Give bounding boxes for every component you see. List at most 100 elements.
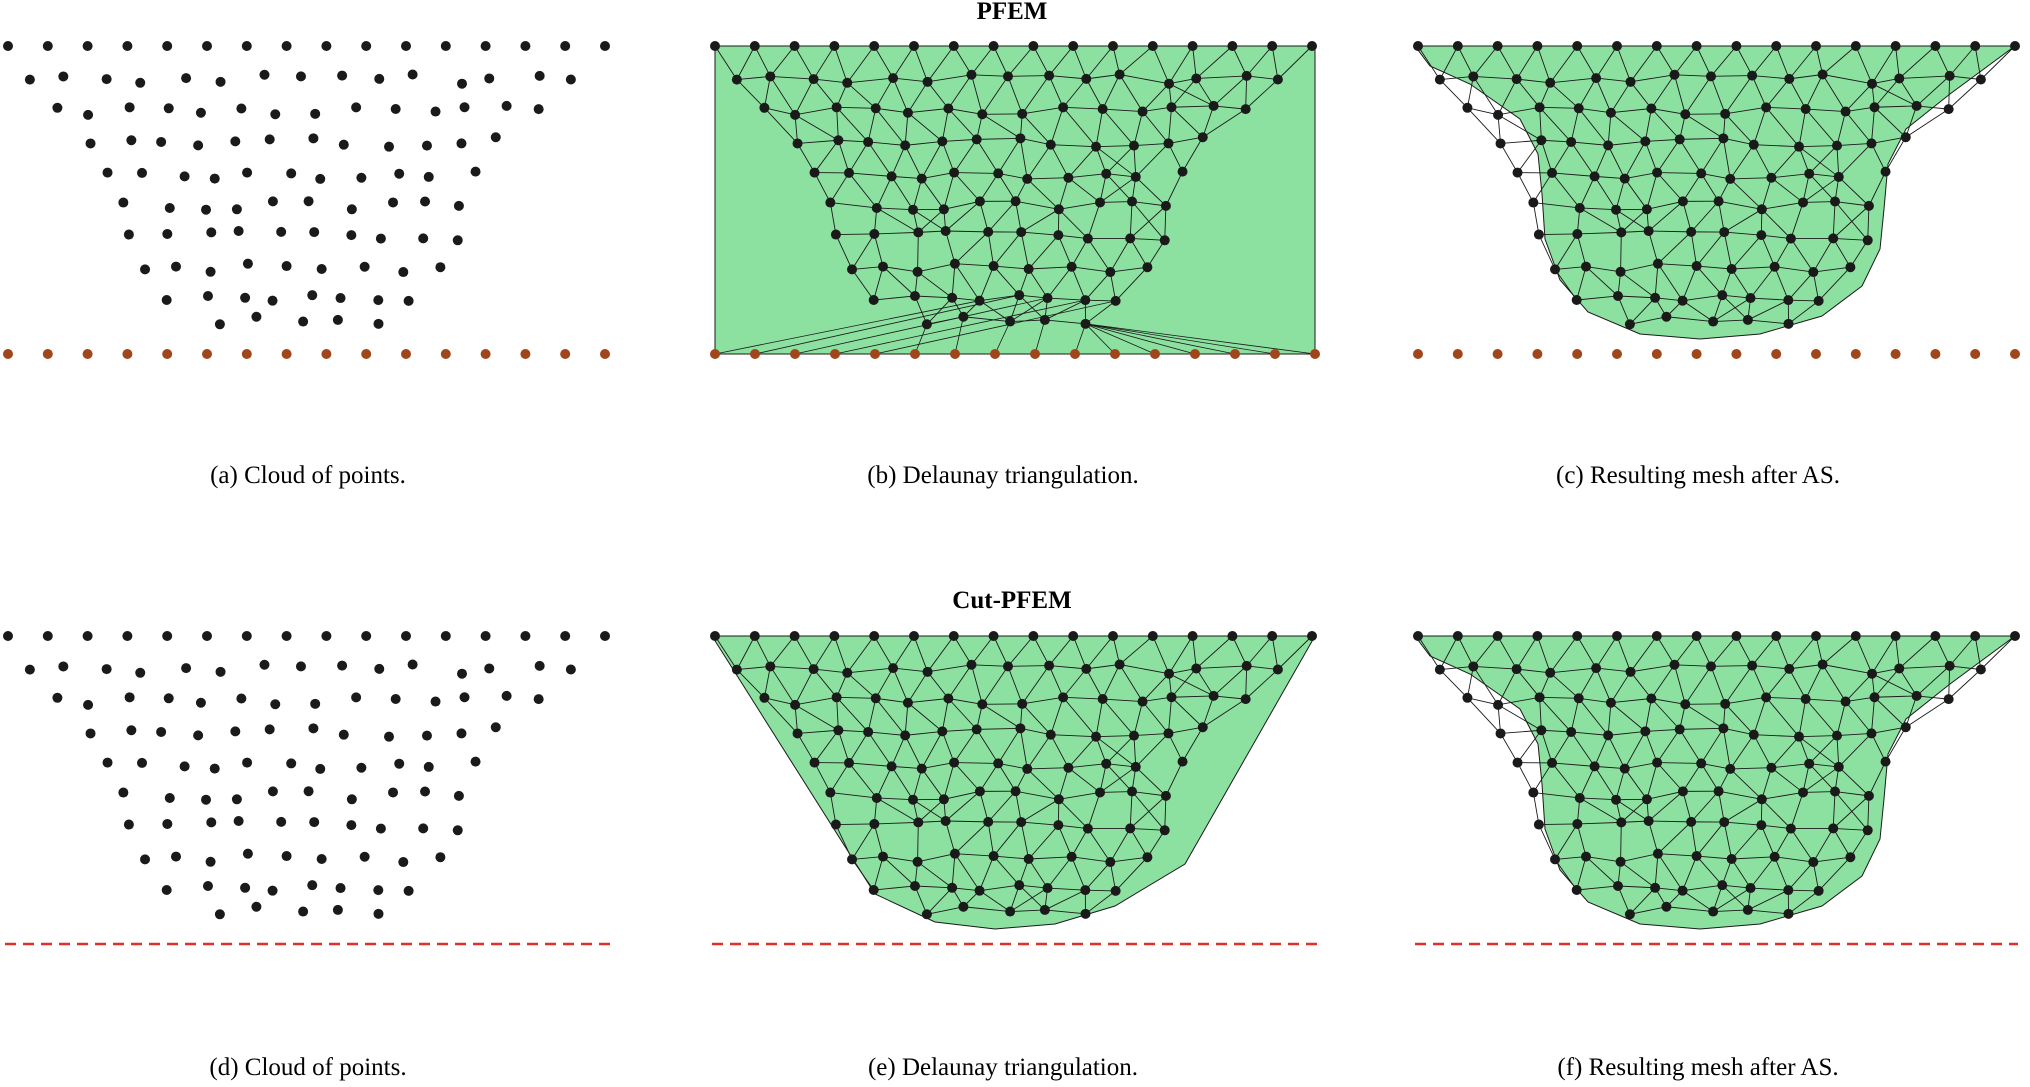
fluid-node — [398, 267, 409, 278]
mesh-edge — [1805, 108, 1838, 146]
fluid-node — [1742, 314, 1753, 325]
fluid-node — [1581, 851, 1592, 862]
wall-node — [1492, 349, 1503, 359]
mesh-edge — [1192, 635, 1197, 669]
fluid-node — [2010, 631, 2020, 641]
mesh-edge — [1084, 861, 1111, 891]
mesh-edge — [1026, 178, 1060, 210]
mesh-edge — [1731, 234, 1762, 270]
mesh-edge — [1700, 763, 1719, 792]
fluid-node — [361, 631, 372, 641]
mesh-edge — [1087, 828, 1111, 863]
mesh-edge — [1736, 45, 1753, 76]
mesh-edge — [837, 140, 850, 174]
fluid-node — [137, 167, 148, 178]
fluid-node — [321, 41, 332, 51]
mesh-edge — [836, 107, 869, 143]
mesh-edge — [1766, 696, 1806, 700]
mesh-edge — [1868, 761, 1886, 797]
mesh-edge — [1245, 665, 1248, 700]
fluid-node — [830, 819, 841, 830]
mesh-edge — [1085, 889, 1116, 892]
mesh-edge — [1731, 824, 1762, 860]
mesh-edge — [1682, 173, 1702, 202]
fluid-node — [231, 204, 242, 215]
mesh-edge — [814, 729, 839, 763]
mesh-edge — [1666, 316, 1714, 322]
mesh-edge — [875, 697, 908, 704]
mesh-edge — [1050, 107, 1064, 145]
mesh-edge — [1615, 768, 1626, 800]
fluid-node — [808, 74, 819, 85]
mesh-edge — [1871, 143, 1886, 172]
mesh-edge — [1822, 74, 1873, 85]
mesh-edge — [1651, 108, 1681, 140]
fluid-node — [1894, 663, 1905, 674]
mesh-edge — [1657, 263, 1683, 301]
fluid-node — [1547, 167, 1558, 178]
fluid-node — [1005, 316, 1016, 327]
mesh-edge — [953, 139, 978, 173]
mesh-edge — [1620, 232, 1622, 272]
mesh-edge — [1700, 138, 1724, 174]
fluid-node — [971, 134, 982, 145]
mesh-edge — [1068, 177, 1101, 203]
fluid-node — [1840, 696, 1851, 707]
mesh-edge — [1836, 145, 1840, 177]
fluid-node — [974, 885, 985, 896]
mesh-edge — [1500, 729, 1542, 734]
mesh-edge — [1871, 673, 1917, 697]
fluid-node — [384, 731, 395, 742]
mesh-edge — [714, 45, 738, 80]
mesh-edge — [1656, 45, 1675, 76]
mesh-edge — [1657, 263, 1697, 267]
mesh-edge — [1690, 790, 1719, 823]
mesh-edge — [1761, 792, 1804, 800]
mesh-edge — [1164, 205, 1167, 241]
mesh-edge — [1682, 265, 1698, 301]
mesh-edge — [1731, 856, 1775, 860]
fluid-node — [140, 854, 151, 865]
mesh-edge — [1549, 45, 1578, 84]
mesh-edge — [1610, 698, 1652, 704]
mesh-edge — [953, 635, 972, 666]
mesh-edge — [892, 45, 915, 79]
fluid-node — [1163, 728, 1174, 739]
fluid-node — [1720, 108, 1731, 119]
fluid-node — [808, 664, 819, 675]
fluid-node — [1975, 74, 1986, 85]
fluid-node — [830, 229, 841, 240]
fluid-node — [1177, 756, 1188, 767]
mesh-edge — [1539, 697, 1572, 733]
mesh-edge — [1690, 821, 1698, 857]
mesh-edge — [1751, 635, 1777, 666]
fluid-node — [1307, 631, 1317, 641]
panel-e-delaunay — [695, 614, 1335, 1034]
fluid-node — [1097, 694, 1108, 705]
fluid-node — [1468, 661, 1479, 672]
fluid-node — [307, 290, 318, 301]
mesh-edge — [1916, 75, 1950, 107]
mesh-edge — [1682, 763, 1702, 792]
fluid-node — [940, 226, 951, 237]
mesh-edge — [1788, 889, 1819, 892]
fluid-node — [1125, 823, 1136, 834]
mesh-edge — [1855, 45, 1873, 84]
mesh-edge — [893, 667, 928, 673]
fluid-node — [1177, 166, 1188, 177]
fluid-node — [102, 757, 113, 768]
mesh-edge — [1105, 173, 1133, 202]
fluid-node — [452, 235, 463, 246]
fluid-node — [1045, 729, 1056, 740]
mesh-edge — [1195, 668, 1214, 697]
wall-node — [1150, 349, 1160, 359]
mesh-edge — [1131, 201, 1166, 207]
mesh-edge — [1202, 698, 1246, 728]
fluid-node — [1616, 817, 1627, 828]
fluid-node — [749, 631, 760, 641]
fluid-node — [202, 880, 213, 891]
mesh-edge — [1457, 45, 1474, 77]
fluid-node — [388, 787, 399, 798]
mesh-edge — [1617, 885, 1656, 889]
mesh-edge — [1551, 762, 1581, 799]
